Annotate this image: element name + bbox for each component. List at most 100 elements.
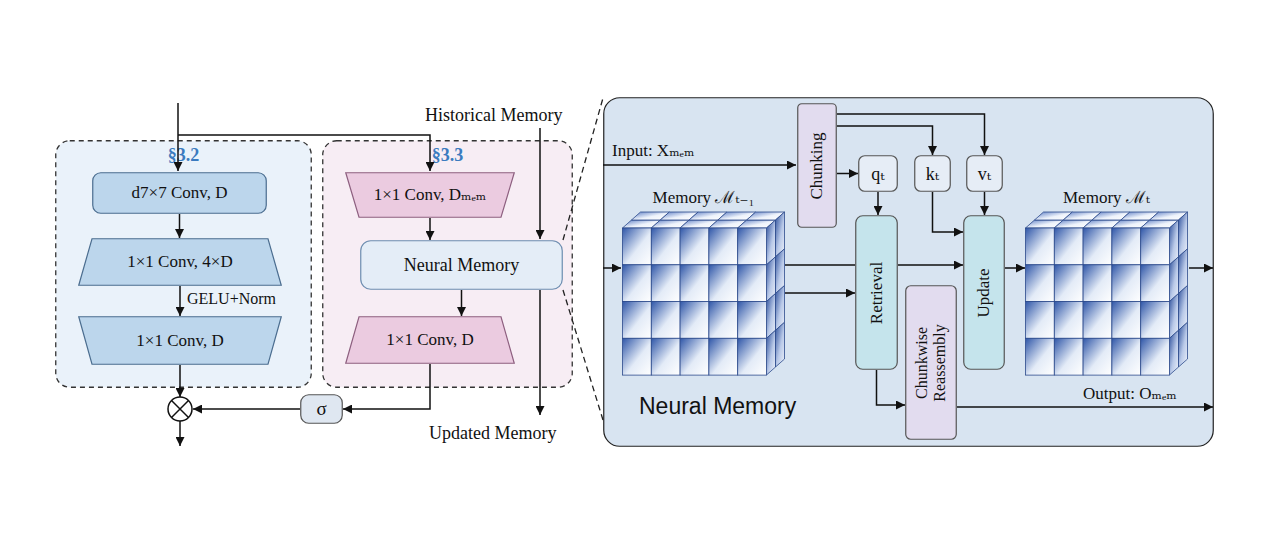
chunking-box: Chunking xyxy=(797,103,837,228)
retrieval-box: Retrieval xyxy=(855,215,898,370)
node-outline xyxy=(323,141,573,388)
zoom-line xyxy=(563,98,603,240)
node-text: d7×7 Conv, D xyxy=(132,183,228,203)
node-outline xyxy=(79,317,282,365)
cube-front-cell xyxy=(738,228,767,265)
connector-arrow xyxy=(877,192,879,215)
node-shape xyxy=(622,188,785,376)
connector-arrow xyxy=(785,264,963,266)
cube-front-cell xyxy=(1112,302,1141,339)
output-wire xyxy=(179,421,181,446)
cube-front-cell xyxy=(1054,265,1083,302)
memory-cube: Memory ℳₜ₋₁ xyxy=(622,188,785,376)
node-outline xyxy=(79,239,282,286)
annotation-label: Input: Xₘₑₘ xyxy=(612,141,694,161)
connector-arrow xyxy=(984,192,986,215)
memory-cube: Memory ℳₜ xyxy=(1025,188,1188,376)
memory-out-wire xyxy=(1189,267,1213,269)
node-text: Retrieval xyxy=(867,261,887,323)
cube-front-cell xyxy=(680,338,709,375)
cube-front-cell xyxy=(1054,228,1083,265)
node-outline xyxy=(301,395,343,424)
node-text: Neural Memory xyxy=(404,255,519,276)
sigmoid-box: σ xyxy=(300,394,343,424)
node-outline xyxy=(915,156,951,192)
cube-front-cell xyxy=(1054,302,1083,339)
conv-trapezoid: 1×1 Conv, D xyxy=(78,316,282,365)
connector-arrow xyxy=(179,214,181,238)
node-text: qₜ xyxy=(871,163,884,184)
node-text: 1×1 Conv, D xyxy=(136,331,223,351)
connector-arrow xyxy=(933,192,964,232)
cube-front-cell xyxy=(1141,302,1170,339)
node-outline xyxy=(93,173,267,214)
node-outline xyxy=(346,317,515,364)
node-shape xyxy=(1025,188,1188,376)
output-wire xyxy=(957,406,1213,408)
node-outline xyxy=(967,156,1003,192)
cube-front-cell xyxy=(1141,338,1170,375)
cube-front-cell xyxy=(1026,265,1055,302)
cube-front-cell xyxy=(1054,338,1083,375)
cube-front-cell xyxy=(1083,228,1112,265)
node-text: Chunkwise Reassembly xyxy=(913,293,950,433)
node-text: 1×1 Conv, Dₘₑₘ xyxy=(374,185,487,205)
cube-front-cell xyxy=(1112,338,1141,375)
connector-arrow xyxy=(1005,267,1025,269)
cube-front-cell xyxy=(709,338,738,375)
connector-arrow xyxy=(343,364,430,409)
gate-wire xyxy=(179,365,181,397)
zoom-line xyxy=(563,290,603,420)
node-text: Neural Memory xyxy=(639,393,796,419)
node-text: Memory ℳₜ xyxy=(1025,188,1188,208)
cube-side-cell xyxy=(776,322,785,367)
cube-front-cell xyxy=(680,228,709,265)
node-text: 1×1 Conv, 4×D xyxy=(127,252,232,272)
history-wire xyxy=(539,128,541,239)
cube-front-cell xyxy=(1026,338,1055,375)
annotation-label: Updated Memory xyxy=(429,423,556,444)
edge-label: GELU+Norm xyxy=(187,290,276,308)
memory-box: Neural Memory xyxy=(360,240,563,290)
cube-front-cell xyxy=(651,265,680,302)
cube-side-cell xyxy=(1179,322,1188,367)
node-text: σ xyxy=(316,398,326,420)
cube-front-cell xyxy=(651,338,680,375)
connector-arrow xyxy=(837,126,933,155)
node-text: kₜ xyxy=(926,163,939,184)
sigmoid-wire xyxy=(193,408,300,410)
cube-side-cell xyxy=(1170,330,1179,375)
node-text: vₜ xyxy=(978,163,991,184)
cube-side-cell xyxy=(767,330,776,375)
conv-trapezoid: 1×1 Conv, Dₘₑₘ xyxy=(345,172,515,218)
annotation-label: Historical Memory xyxy=(425,105,562,126)
node-outline xyxy=(361,241,563,290)
cube-front-cell xyxy=(1112,228,1141,265)
node-outline xyxy=(56,141,312,388)
cube-front-cell xyxy=(623,302,652,339)
memory-in-wire xyxy=(603,267,621,269)
node-text: §3.2 xyxy=(55,145,312,166)
connector-arrow xyxy=(877,370,906,405)
cube-front-cell xyxy=(1141,265,1170,302)
cube-front-cell xyxy=(623,228,652,265)
connector-arrow xyxy=(429,218,431,240)
cube-front-cell xyxy=(709,265,738,302)
section-panel: §3.2 d7×7 Conv, D 1×1 Conv, 4×D 1×1 Conv, D xyxy=(55,140,312,388)
node-outline xyxy=(964,216,1005,370)
cube-front-cell xyxy=(738,338,767,375)
cube-front-cell xyxy=(1112,265,1141,302)
cube-front-cell xyxy=(680,265,709,302)
query-box: qₜ xyxy=(858,155,898,192)
cube-front-cell xyxy=(709,228,738,265)
node-text: 1×1 Conv, D xyxy=(386,330,473,350)
cube-front-cell xyxy=(1083,302,1112,339)
connector-arrow xyxy=(837,114,985,155)
node-outline xyxy=(859,156,898,192)
branch-wire xyxy=(178,135,430,171)
update-box: Update xyxy=(963,215,1005,370)
node-text: Update xyxy=(974,268,994,317)
node-outline xyxy=(906,286,957,440)
node-outline xyxy=(604,98,1214,447)
